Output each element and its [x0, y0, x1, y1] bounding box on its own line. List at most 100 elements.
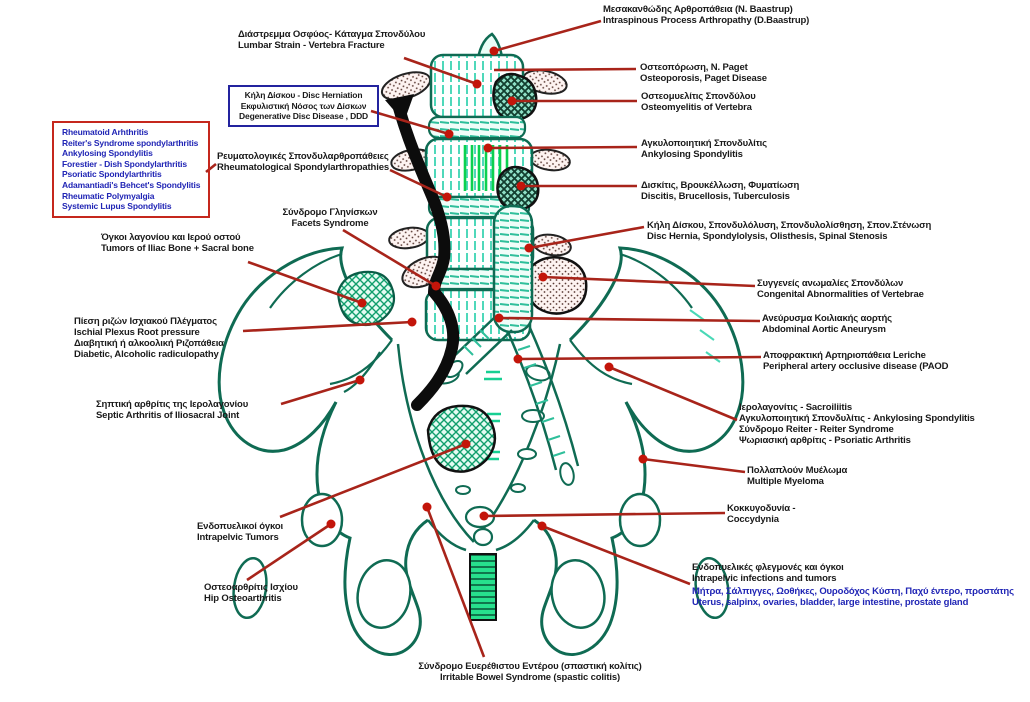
sacroiliac-tumor-blob — [426, 404, 497, 473]
right-iliac-crest-line — [619, 252, 693, 309]
label-text-line: Septic Arthritis of Iliosacral Joint — [96, 410, 240, 421]
label-text-line: Σηπτική αρθρίτις της Ιερολαγονίου — [96, 399, 249, 410]
label-text-line: Forestier - Dish Spondylarthritis — [62, 158, 187, 169]
leader-line-osteoporosis — [493, 67, 637, 72]
label-disc-hernia-spondylolysis: Κήλη Δίσκου, Σπονδυλόλυση, Σπονδυλολίσθη… — [647, 220, 931, 242]
left-pubic-ischial-ring — [315, 401, 429, 656]
label-intrapelvic-infections: Ενδοπυελικές φλεγμονές και όγκοι Intrape… — [692, 562, 1014, 608]
left-si-joint-line — [343, 351, 381, 393]
label-text-line: Discitis, Brucellosis, Tuberculosis — [641, 191, 790, 202]
left-ilium-inner-line — [329, 339, 393, 386]
label-text-line: Osteoporosis, Paget Disease — [640, 73, 767, 84]
right-ilium-outline — [568, 246, 745, 453]
leader-lines — [205, 19, 762, 658]
leader-line-facets — [342, 228, 437, 288]
left-iliac-crest-line — [269, 252, 343, 309]
label-text-line: Reiter's Syndrome spondylarthritis — [62, 137, 199, 148]
label-text-line: Οστεομυελίτις Σπονδύλου — [641, 91, 756, 102]
pubic-symphysis-bar — [469, 553, 497, 621]
label-rheumatic-diseases-box: Rheumatoid Arhthritis Reiter's Syndrome … — [52, 121, 211, 218]
facet-wedge — [385, 94, 414, 122]
label-text-line: Osteomyelitis of Vertebra — [641, 102, 752, 113]
leader-line-paod — [517, 355, 762, 361]
label-iliac-tumors: Όγκοι λαγονίου και Ιερού οστού Tumors of… — [101, 232, 254, 254]
osteomyelitis-mass — [492, 72, 538, 122]
right-pubic-body-line — [495, 519, 535, 552]
leader-line-ankylosing — [487, 145, 638, 150]
leader-line-congenital — [542, 275, 756, 288]
label-text-line: Σύνδρομο Reiter - Reiter Syndrome — [739, 424, 894, 435]
label-text-line: Διάστρεμμα Οσφύος- Κάταγμα Σπονδύλου — [238, 29, 426, 40]
label-coccydynia: Κοκκυγοδυνία - Coccydynia — [727, 503, 796, 525]
right-hip-joint — [618, 492, 662, 548]
label-text-line: Multiple Myeloma — [747, 476, 824, 487]
label-text-line: Ψωριασική αρθρίτις - Psoriatic Arthritis — [739, 435, 911, 446]
label-text-line: Εκφυλιστική Νόσος των Δίσκων — [240, 100, 367, 111]
label-text-line: Rheumatoid Arhthritis — [62, 127, 149, 137]
label-text-line: Πολλαπλούν Μυέλωμα — [747, 465, 848, 476]
leader-line-infections — [541, 524, 691, 586]
label-text-line: Οστεοπόρωση, Ν. Paget — [640, 62, 748, 73]
label-sacroiliitis: Ιερολαγονίτις - Sacroiliitis Αγκυλοποιητ… — [739, 402, 975, 446]
right-trochanter — [694, 556, 730, 620]
leader-line-intrapelvic-tumors — [279, 442, 467, 519]
label-text-line: Δισκίτις, Βρουκέλλωση, Φυματίωση — [641, 180, 800, 191]
leader-line-coccydynia — [483, 511, 726, 518]
label-lumbar-strain: Διάστρεμμα Οσφύος- Κάταγμα Σπονδύλου Lum… — [238, 29, 425, 51]
label-text-line: Diabetic, Alcoholic radiculopathy — [74, 349, 219, 360]
disc-1 — [427, 115, 527, 140]
label-ibs: Σύνδρομο Ευερέθιστου Εντέρου (σπαστική κ… — [395, 661, 665, 683]
label-osteoporosis: Οστεοπόρωση, Ν. Paget Osteoporosis, Page… — [640, 62, 767, 84]
label-baastrup: Μεσακανθώδης Αρθροπάθεια (Ν. Baastrup) I… — [603, 4, 809, 26]
label-text-line: Μεσακανθώδης Αρθροπάθεια (Ν. Baastrup) — [603, 4, 793, 15]
abdominal-aorta — [492, 204, 534, 334]
right-ilium-hatch — [689, 309, 721, 363]
right-pubic-ischial-ring — [533, 401, 647, 656]
iliac-tumor-blob — [336, 270, 396, 327]
label-text-line: Αγκυλοποιητική Σπονδυλίτις - Ankylosing … — [739, 413, 975, 424]
left-obturator-foramen — [356, 559, 412, 629]
leader-line-ischial — [242, 320, 413, 333]
label-text-line: Κήλη Δίσκου - Disc Herniation — [244, 90, 363, 100]
leader-line-rheumatological — [389, 168, 448, 199]
label-text-line: Disc Hernia, Spondylolysis, Olisthesis, … — [647, 231, 888, 242]
congenital-abnormality-mass — [525, 256, 588, 315]
label-aortic-aneurysm: Ανεύρυσμα Κοιλιακής αορτής Abdominal Aor… — [762, 313, 892, 335]
label-septic-arthritis: Σηπτική αρθρίτις της Ιερολαγονίου Septic… — [96, 399, 248, 421]
leader-line-myeloma — [642, 457, 746, 474]
label-intrapelvic-tumors: Ενδοπυελικοί όγκοι Intrapelvic Tumors — [197, 521, 283, 543]
label-text-line: Hip Osteoarthritis — [204, 593, 282, 604]
label-text-line: Intrapelvic infections and tumors — [692, 573, 837, 584]
label-text-line: Πίεση ριζών Ισχιακού Πλέγματος — [74, 316, 217, 327]
label-text-line: Μήτρα, Σάλπιγγες, Ωοθήκες, Ουροδόχος Κύσ… — [692, 586, 1014, 597]
coccyx-tip — [472, 527, 494, 547]
right-iliac-artery-hatch — [517, 345, 566, 457]
label-text-line: Uterus, salpinx, ovaries, bladder, large… — [692, 597, 969, 608]
label-text-line: Σύνδρομο Γληνίσκων — [282, 207, 378, 218]
label-text-line: Ischial Plexus Root pressure — [74, 327, 200, 338]
leader-line-lumbar-strain — [403, 56, 478, 86]
left-hip-joint — [300, 492, 344, 548]
left-pubic-body-line — [427, 519, 467, 552]
l3-left-process — [388, 226, 430, 250]
label-facets: Σύνδρομο Γληνίσκων Facets Syndrome — [280, 207, 380, 229]
left-ilium-outline — [217, 246, 394, 453]
nerve-band — [393, 102, 460, 411]
pointer-dots — [326, 46, 648, 531]
label-text-line: Irritable Bowel Syndrome (spastic coliti… — [439, 672, 621, 683]
label-text-line: Abdominal Aortic Aneurysm — [762, 324, 886, 335]
right-ilium-inner-line — [569, 339, 633, 386]
label-text-line: Intraspinous Process Arthropathy (D.Baas… — [603, 15, 810, 26]
label-text-line: Αποφρακτική Αρτηριοπάθεια Leriche — [763, 350, 926, 361]
label-text-line: Οστεοαρθρίτις Ισχίου — [204, 582, 298, 593]
label-text-line: Rheumatic Polymyalgia — [62, 190, 155, 201]
label-text-line: Ankylosing Spondylitis — [641, 149, 743, 160]
leader-line-ibs — [425, 506, 486, 658]
label-congenital: Συγγενείς ανωμαλίες Σπονδύλων Congenital… — [757, 278, 924, 300]
label-text-line: Ανεύρυσμα Κοιλιακής αορτής — [762, 313, 892, 324]
leader-line-sacroiliitis — [608, 365, 738, 422]
label-text-line: Σύνδρομο Ευερέθιστου Εντέρου (σπαστική κ… — [418, 661, 642, 672]
l2-right-process — [529, 148, 571, 172]
label-paod: Αποφρακτική Αρτηριοπάθεια Leriche Periph… — [763, 350, 949, 372]
